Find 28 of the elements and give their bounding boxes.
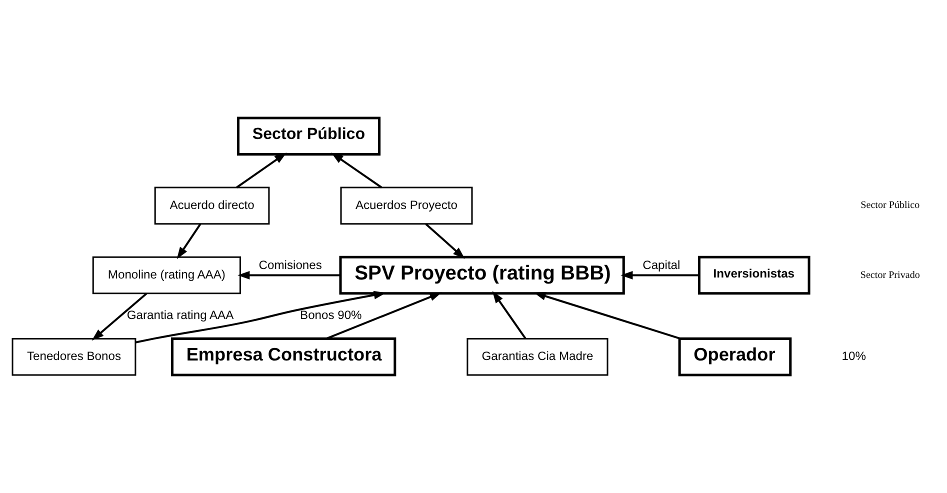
node-box: SPV Proyecto (rating BBB) [339, 256, 625, 295]
arrow [331, 152, 382, 188]
node-box: Inversionistas [698, 256, 810, 295]
arrow [534, 292, 681, 340]
arrow [135, 290, 386, 344]
node-box: Operador [678, 337, 792, 376]
arrow [492, 290, 526, 340]
arrow [425, 223, 465, 259]
edge-label: Comisiones [258, 258, 322, 272]
label: Sector Privado [860, 270, 920, 281]
node-box: Tenedores Bonos [12, 338, 136, 376]
arrow [620, 270, 700, 280]
edge-label: Garantia rating AAA [126, 308, 234, 322]
node-box: Sector Público [236, 116, 381, 156]
node-box: Garantias Cia Madre [466, 338, 608, 376]
label: Sector Público [860, 200, 920, 212]
arrow [176, 224, 202, 260]
node-box: Empresa Constructora [170, 337, 396, 376]
arrow [92, 292, 148, 341]
edge-label: Capital [642, 258, 680, 272]
node-box: Acuerdos Proyecto [340, 186, 473, 225]
arrow [326, 292, 442, 340]
node-box: Acuerdo directo [154, 186, 270, 225]
arrow [238, 270, 340, 280]
arrow [236, 152, 287, 188]
node-box: Monoline (rating AAA) [92, 256, 241, 294]
label: 10% [842, 348, 866, 363]
edge-label: Bonos 90% [300, 308, 362, 322]
